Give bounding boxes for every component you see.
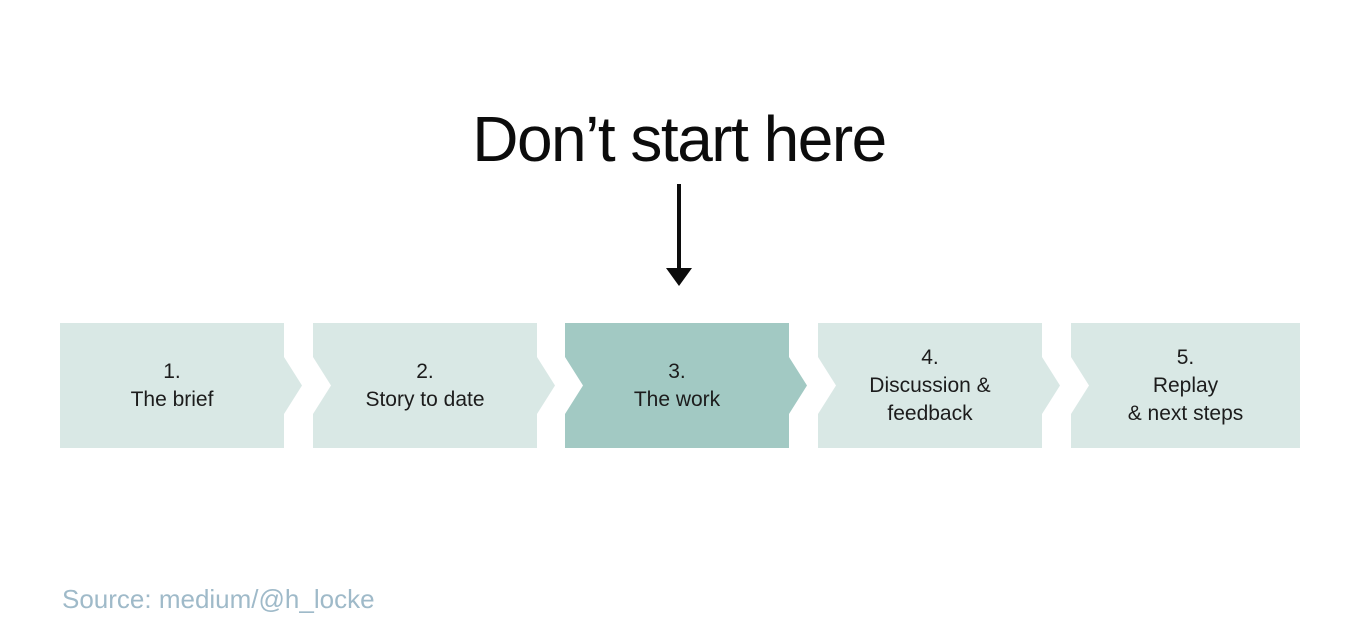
down-arrow-stem [677,184,681,268]
process-steps: 1. The brief 2. Story to date 3. The wor… [0,323,1358,448]
step-3-the-work: 3. The work [565,323,807,448]
source-credit: Source: medium/@h_locke [62,584,375,614]
step-5-replay-next-steps: 5. Replay & next steps [1071,323,1300,448]
step-2-story-to-date: 2. Story to date [313,323,555,448]
step-label: 5. Replay & next steps [1127,345,1244,425]
step-label: 2. Story to date [365,359,485,411]
step-label: 3. The work [633,359,721,411]
step-4-discussion-feedback: 4. Discussion & feedback [818,323,1060,448]
diagram-title: Don’t start here [472,103,887,175]
step-1-the-brief: 1. The brief [60,323,302,448]
down-arrow-icon [0,184,1358,286]
step-label: 1. The brief [130,359,214,411]
step-label: 4. Discussion & feedback [869,345,991,425]
down-arrow-head [666,268,692,286]
